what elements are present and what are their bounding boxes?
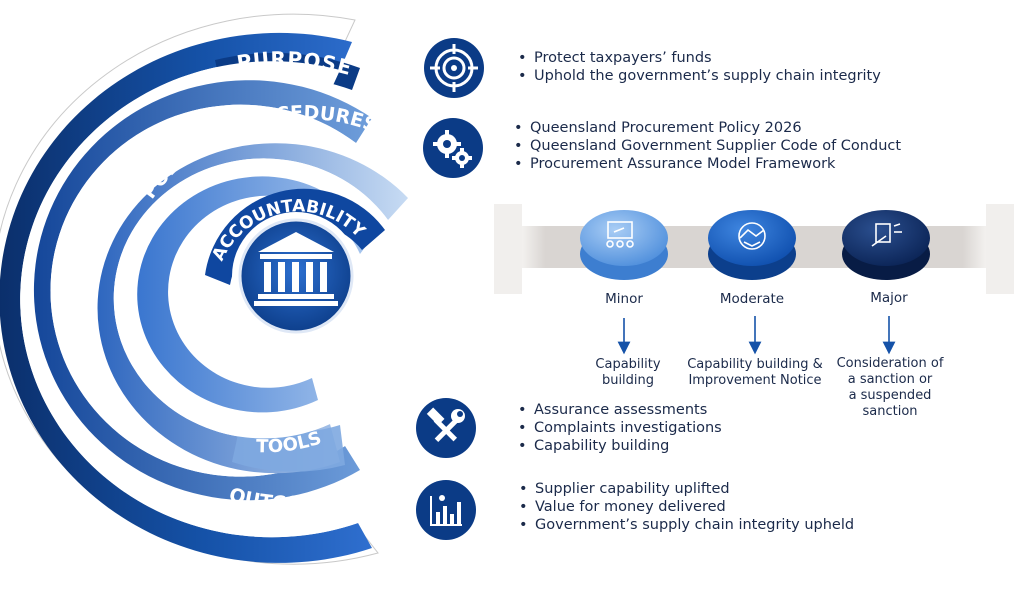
list-item: Procurement Assurance Model Framework [512, 155, 901, 173]
hammer-wrench-icon [416, 398, 476, 458]
purpose-list: Protect taxpayers’ funds Uphold the gove… [516, 49, 881, 85]
level-moderate-label: Moderate [719, 291, 785, 307]
tools-band [97, 143, 409, 474]
list-item: Assurance assessments [516, 401, 722, 419]
list-item: Supplier capability uplifted [517, 480, 854, 498]
list-item: Capability building [516, 437, 722, 455]
level-major-label: Major [870, 290, 908, 306]
escalation-scale [494, 204, 1014, 355]
result-minor: Capability building [595, 357, 661, 388]
outcomes-list: Supplier capability uplifted Value for m… [517, 480, 854, 534]
list-item: Uphold the government’s supply chain int… [516, 67, 881, 85]
list-item: Queensland Procurement Policy 2026 [512, 119, 901, 137]
gavel-icon [871, 223, 902, 247]
target-icon [424, 38, 484, 98]
arc-graphic: PURPOSE POLICY & PROCEDURES ACCOUNTABILI… [0, 13, 409, 565]
courthouse-icon [254, 232, 338, 306]
list-item: Queensland Government Supplier Code of C… [512, 137, 901, 155]
level-minor-label: Minor [605, 291, 643, 307]
handshake-icon [738, 222, 766, 250]
result-moderate: Capability building & Improvement Notice [687, 357, 823, 388]
list-item: Value for money delivered [517, 498, 854, 516]
policy-list: Queensland Procurement Policy 2026 Queen… [512, 119, 901, 173]
gears-icon [423, 118, 483, 178]
bar-chart-icon [416, 480, 476, 540]
tools-list: Assurance assessments Complaints investi… [516, 401, 722, 455]
presentation-icon [606, 221, 634, 248]
list-item: Protect taxpayers’ funds [516, 49, 881, 67]
result-major: Consideration of a sanction or a suspend… [836, 356, 944, 419]
list-item: Complaints investigations [516, 419, 722, 437]
list-item: Government’s supply chain integrity uphe… [517, 516, 854, 534]
